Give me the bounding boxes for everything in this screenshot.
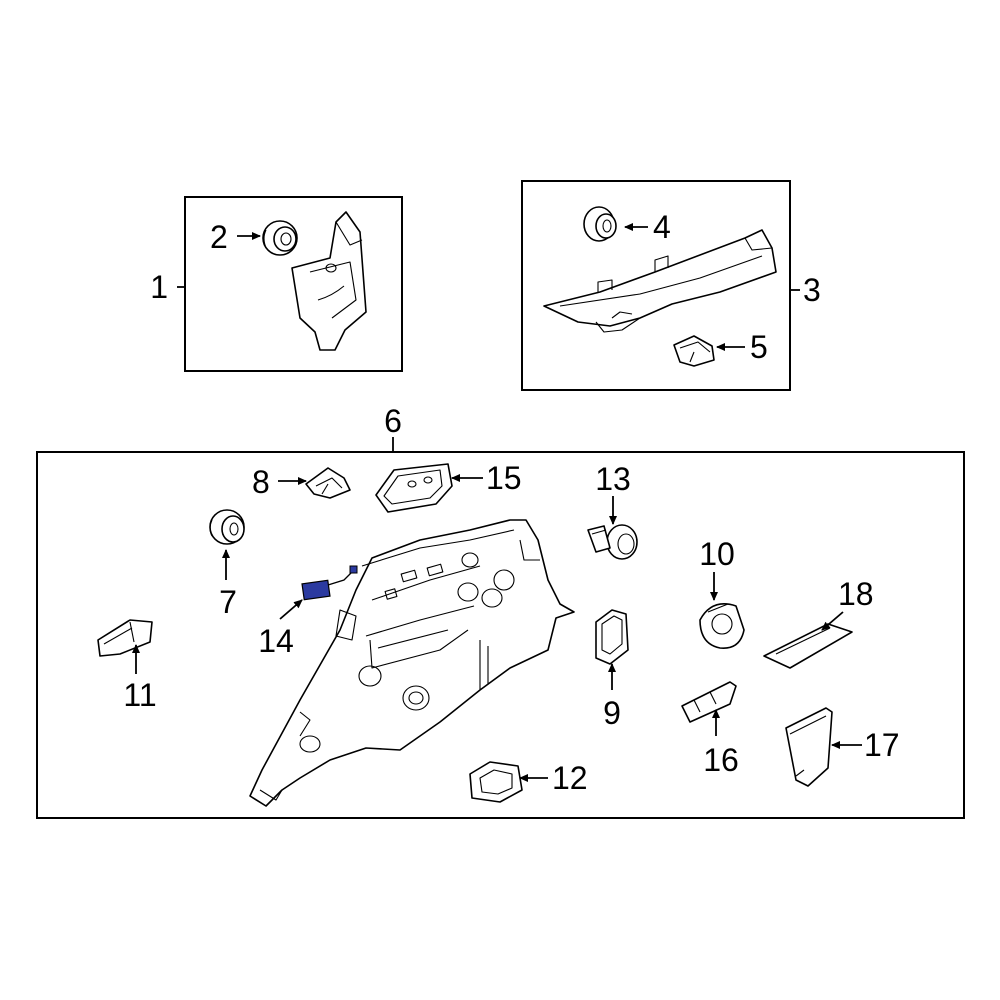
part-10-clip[interactable] [699,603,745,649]
group-box-6 [36,451,965,819]
part-13-fastener[interactable] [587,524,638,560]
callout-18[interactable]: 18 [838,576,874,612]
callout-8[interactable]: 8 [252,464,270,500]
part-2-grommet[interactable] [262,220,298,256]
callout-16[interactable]: 16 [703,742,739,778]
part-7-grommet[interactable] [209,509,245,545]
leader-14 [279,599,303,620]
part-16-bracket[interactable] [681,681,737,723]
part-4-grommet[interactable] [583,206,617,242]
callout-6[interactable]: 6 [384,403,402,439]
callout-5[interactable]: 5 [750,329,768,365]
callout-1[interactable]: 1 [150,269,168,305]
group-box-3 [521,180,791,391]
callout-4[interactable]: 4 [653,209,671,245]
callout-13[interactable]: 13 [595,461,631,497]
callout-11[interactable]: 11 [123,677,156,713]
leader-18 [821,611,844,631]
callout-12[interactable]: 12 [552,760,588,796]
part-3-pillar-trim[interactable] [543,229,777,333]
callout-2[interactable]: 2 [210,219,228,255]
part-8-clip[interactable] [305,467,351,499]
part-5-clip[interactable] [673,335,715,367]
part-11-handle[interactable] [97,619,153,657]
part-9-cover[interactable] [595,609,629,665]
part-15-bracket[interactable] [375,463,453,513]
callout-3[interactable]: 3 [803,272,821,308]
callout-17[interactable]: 17 [864,727,900,763]
callout-10[interactable]: 10 [699,536,735,572]
callout-14[interactable]: 14 [258,623,294,659]
callout-15[interactable]: 15 [486,460,522,496]
part-14-module[interactable] [301,565,358,601]
callout-9[interactable]: 9 [603,695,621,731]
callout-7[interactable]: 7 [219,584,237,620]
part-6-quarter-trim-panel[interactable] [249,519,575,807]
group-box-1 [184,196,403,372]
part-12-cover[interactable] [469,761,523,803]
part-1-trim-panel[interactable] [291,211,367,351]
part-17-trim-piece[interactable] [785,707,833,787]
part-18-cover[interactable] [763,623,853,669]
